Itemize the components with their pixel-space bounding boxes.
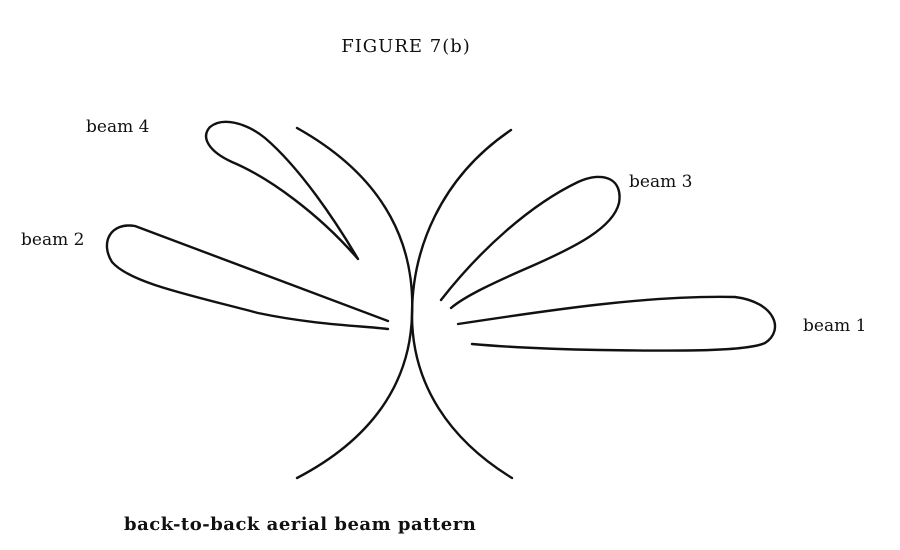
figure-title: FIGURE 7(b) xyxy=(341,36,471,57)
beam-3-lobe xyxy=(439,175,621,310)
beam-1-label: beam 1 xyxy=(803,316,867,336)
figure-caption: back-to-back aerial beam pattern xyxy=(124,514,477,535)
beam-4-label: beam 4 xyxy=(86,117,150,137)
beam-3-label: beam 3 xyxy=(629,172,693,192)
beam-2-label: beam 2 xyxy=(21,230,85,250)
left-reflector-arc xyxy=(295,126,414,480)
beam-1-lobe xyxy=(456,295,777,352)
beam-2-lobe xyxy=(105,224,390,331)
right-reflector-arc xyxy=(410,128,514,480)
beam-4-lobe xyxy=(204,120,360,261)
